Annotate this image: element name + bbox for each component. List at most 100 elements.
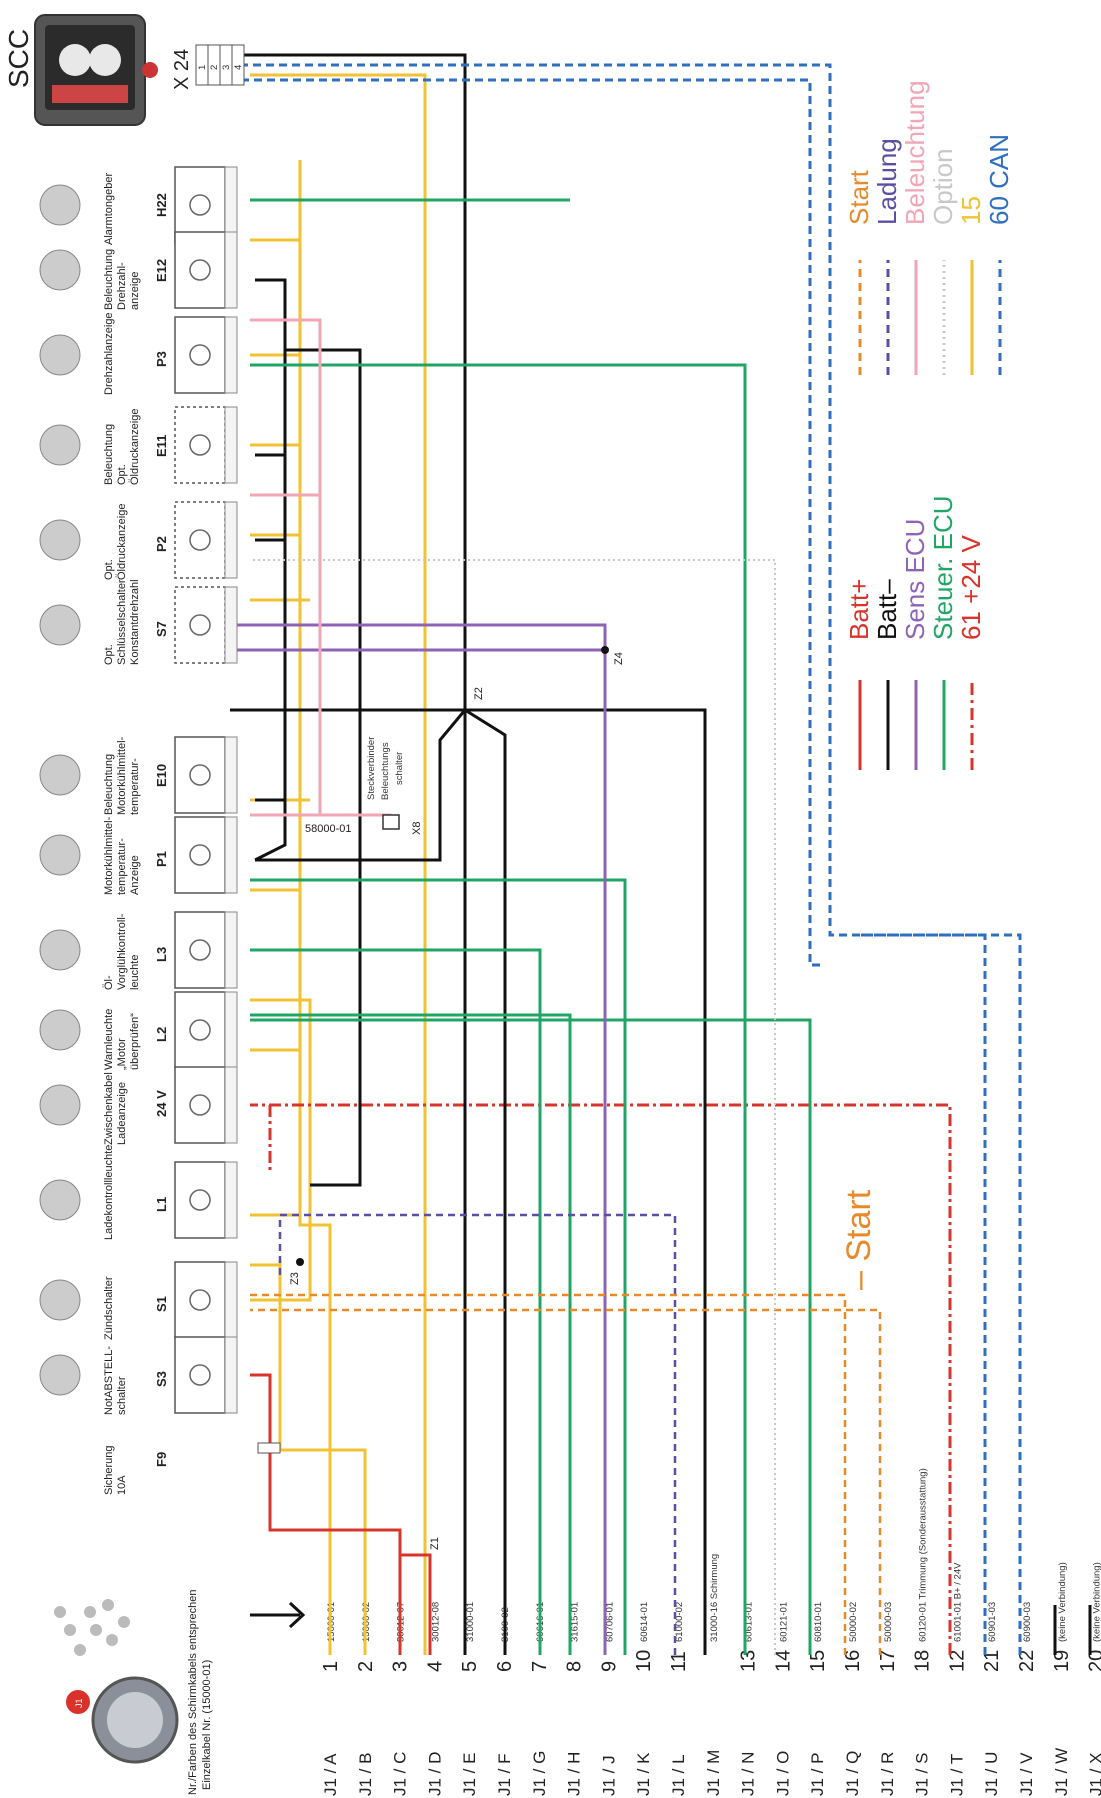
component-desc: Motorkühlmittel-: [103, 816, 115, 895]
connector-note-1: Nr./Farben des Schirmkabels entsprechen: [187, 1590, 199, 1795]
component-desc: schalter: [116, 1376, 128, 1415]
wire-number: 60614-01: [639, 1602, 650, 1642]
component-desc: temperatur-: [129, 758, 141, 815]
component-desc: Vorglühkontroll-: [116, 913, 128, 990]
pin-number: 4: [424, 1661, 446, 1672]
component-code: S1: [154, 1296, 169, 1312]
arrow-icon: [250, 1601, 306, 1629]
wire-start-2: [250, 1308, 882, 1655]
x8-label: X8: [411, 822, 423, 835]
component-code: L3: [154, 947, 169, 962]
pin-label: J1 / U: [982, 1752, 1001, 1796]
component-code: E11: [154, 435, 169, 457]
pin-number: 16: [842, 1650, 864, 1672]
wire-number: 31000-16 Schirmung: [709, 1554, 720, 1642]
pin-label: J1 / C: [391, 1752, 410, 1796]
legend-label: Option: [928, 148, 958, 225]
component-desc: Schlüsselschalter: [116, 579, 128, 665]
pin-label: J1 / B: [356, 1753, 375, 1796]
wire-batt-plus: [250, 1373, 432, 1655]
pin-number: 22: [1016, 1650, 1038, 1672]
component-desc: Konstantdrehzahl: [129, 579, 141, 665]
wire-number: 61001-01 B+ / 24V: [952, 1562, 963, 1642]
pin-number: 12: [946, 1650, 968, 1672]
pin-number: 18: [912, 1650, 934, 1672]
pin-number: 9: [598, 1661, 620, 1672]
pin-label: J1 / M: [704, 1750, 723, 1796]
x8-desc-2: Beleuchtungs: [380, 742, 391, 800]
wire-can-1: [230, 63, 987, 1655]
pin-label: J1 / A: [321, 1753, 340, 1796]
component-desc: Alarmtongeber: [103, 173, 115, 245]
pin-label: J1 / R: [878, 1752, 897, 1796]
pin-label: J1 / Q: [843, 1751, 862, 1796]
pin-label: J1 / G: [530, 1751, 549, 1796]
pin-label: J1 / H: [565, 1752, 584, 1796]
component-code: F9: [154, 1452, 169, 1467]
component-desc: Opt.: [103, 644, 115, 665]
pin-label: J1 / T: [947, 1754, 966, 1796]
component-code: P2: [154, 536, 169, 552]
component-desc: Ladeanzeige: [116, 1082, 128, 1145]
component-code: L1: [154, 1197, 169, 1212]
start-annotation: – Start: [840, 1189, 878, 1290]
pin-label: J1 / F: [495, 1753, 514, 1796]
legend-label: Start: [844, 169, 874, 225]
pin-label: J1 / J: [599, 1755, 618, 1796]
pin-number: 15: [807, 1650, 829, 1672]
wire-number: 60901-03: [987, 1602, 998, 1642]
svg-text:2: 2: [209, 65, 220, 70]
wire-steuer-2: [250, 1013, 572, 1655]
svg-text:1: 1: [197, 65, 208, 70]
legend-label: Batt+: [844, 579, 874, 640]
x8-desc-3: schalter: [394, 752, 405, 785]
component-desc: Ladekontrollleuchte: [103, 1145, 115, 1240]
component-code: S3: [154, 1371, 169, 1387]
wire-number: 30012-08: [430, 1602, 441, 1642]
wire-steuer-1: [250, 948, 542, 1655]
wire-15-top: [250, 73, 427, 1655]
component-desc: Warnleuchte: [103, 1009, 115, 1070]
component-desc: Öldruckanzeige: [129, 409, 141, 485]
wire-batt-minus: [230, 53, 507, 1655]
pin-number: 8: [564, 1661, 586, 1672]
pin-label: J1 / W: [1052, 1748, 1071, 1796]
pin-number: 3: [390, 1661, 412, 1672]
wire-61-24v: [250, 1103, 952, 1655]
wire-number: (keine Verbindung): [1057, 1562, 1068, 1642]
pin-number: 13: [738, 1650, 760, 1672]
wire-number: (keine Verbindung): [1092, 1562, 1101, 1642]
svg-text:4: 4: [233, 65, 244, 70]
wire-number: 60121-01: [778, 1602, 789, 1642]
pin-number: 14: [772, 1650, 794, 1672]
component-desc: überprüfen“: [129, 1013, 141, 1070]
pin-number: 20: [1086, 1650, 1101, 1672]
wire-number: 61000-02: [674, 1602, 685, 1642]
component-l1: L1 Ladekontrollleuchte: [39, 1145, 238, 1240]
svg-text:3: 3: [221, 65, 232, 70]
component-desc: Öldruckanzeige: [116, 504, 128, 580]
pin-number: 2: [355, 1661, 377, 1672]
component-desc: Opt.: [116, 464, 128, 485]
wire-option: [250, 559, 776, 1655]
component-desc: Opt.: [103, 559, 115, 580]
component-desc: Öl-: [103, 975, 115, 990]
z4-label: Z4: [613, 652, 625, 665]
x24-label: X 24: [171, 49, 193, 90]
wire-number: 60120-01 Trimmung (Sonderausstattung): [918, 1468, 929, 1642]
wire-number: 50000-02: [848, 1602, 859, 1642]
pin-number: 7: [529, 1661, 551, 1672]
wire-steuer-3: [250, 878, 627, 1655]
wire-number: 60613-01: [744, 1602, 755, 1642]
pin-number: 6: [494, 1661, 516, 1672]
